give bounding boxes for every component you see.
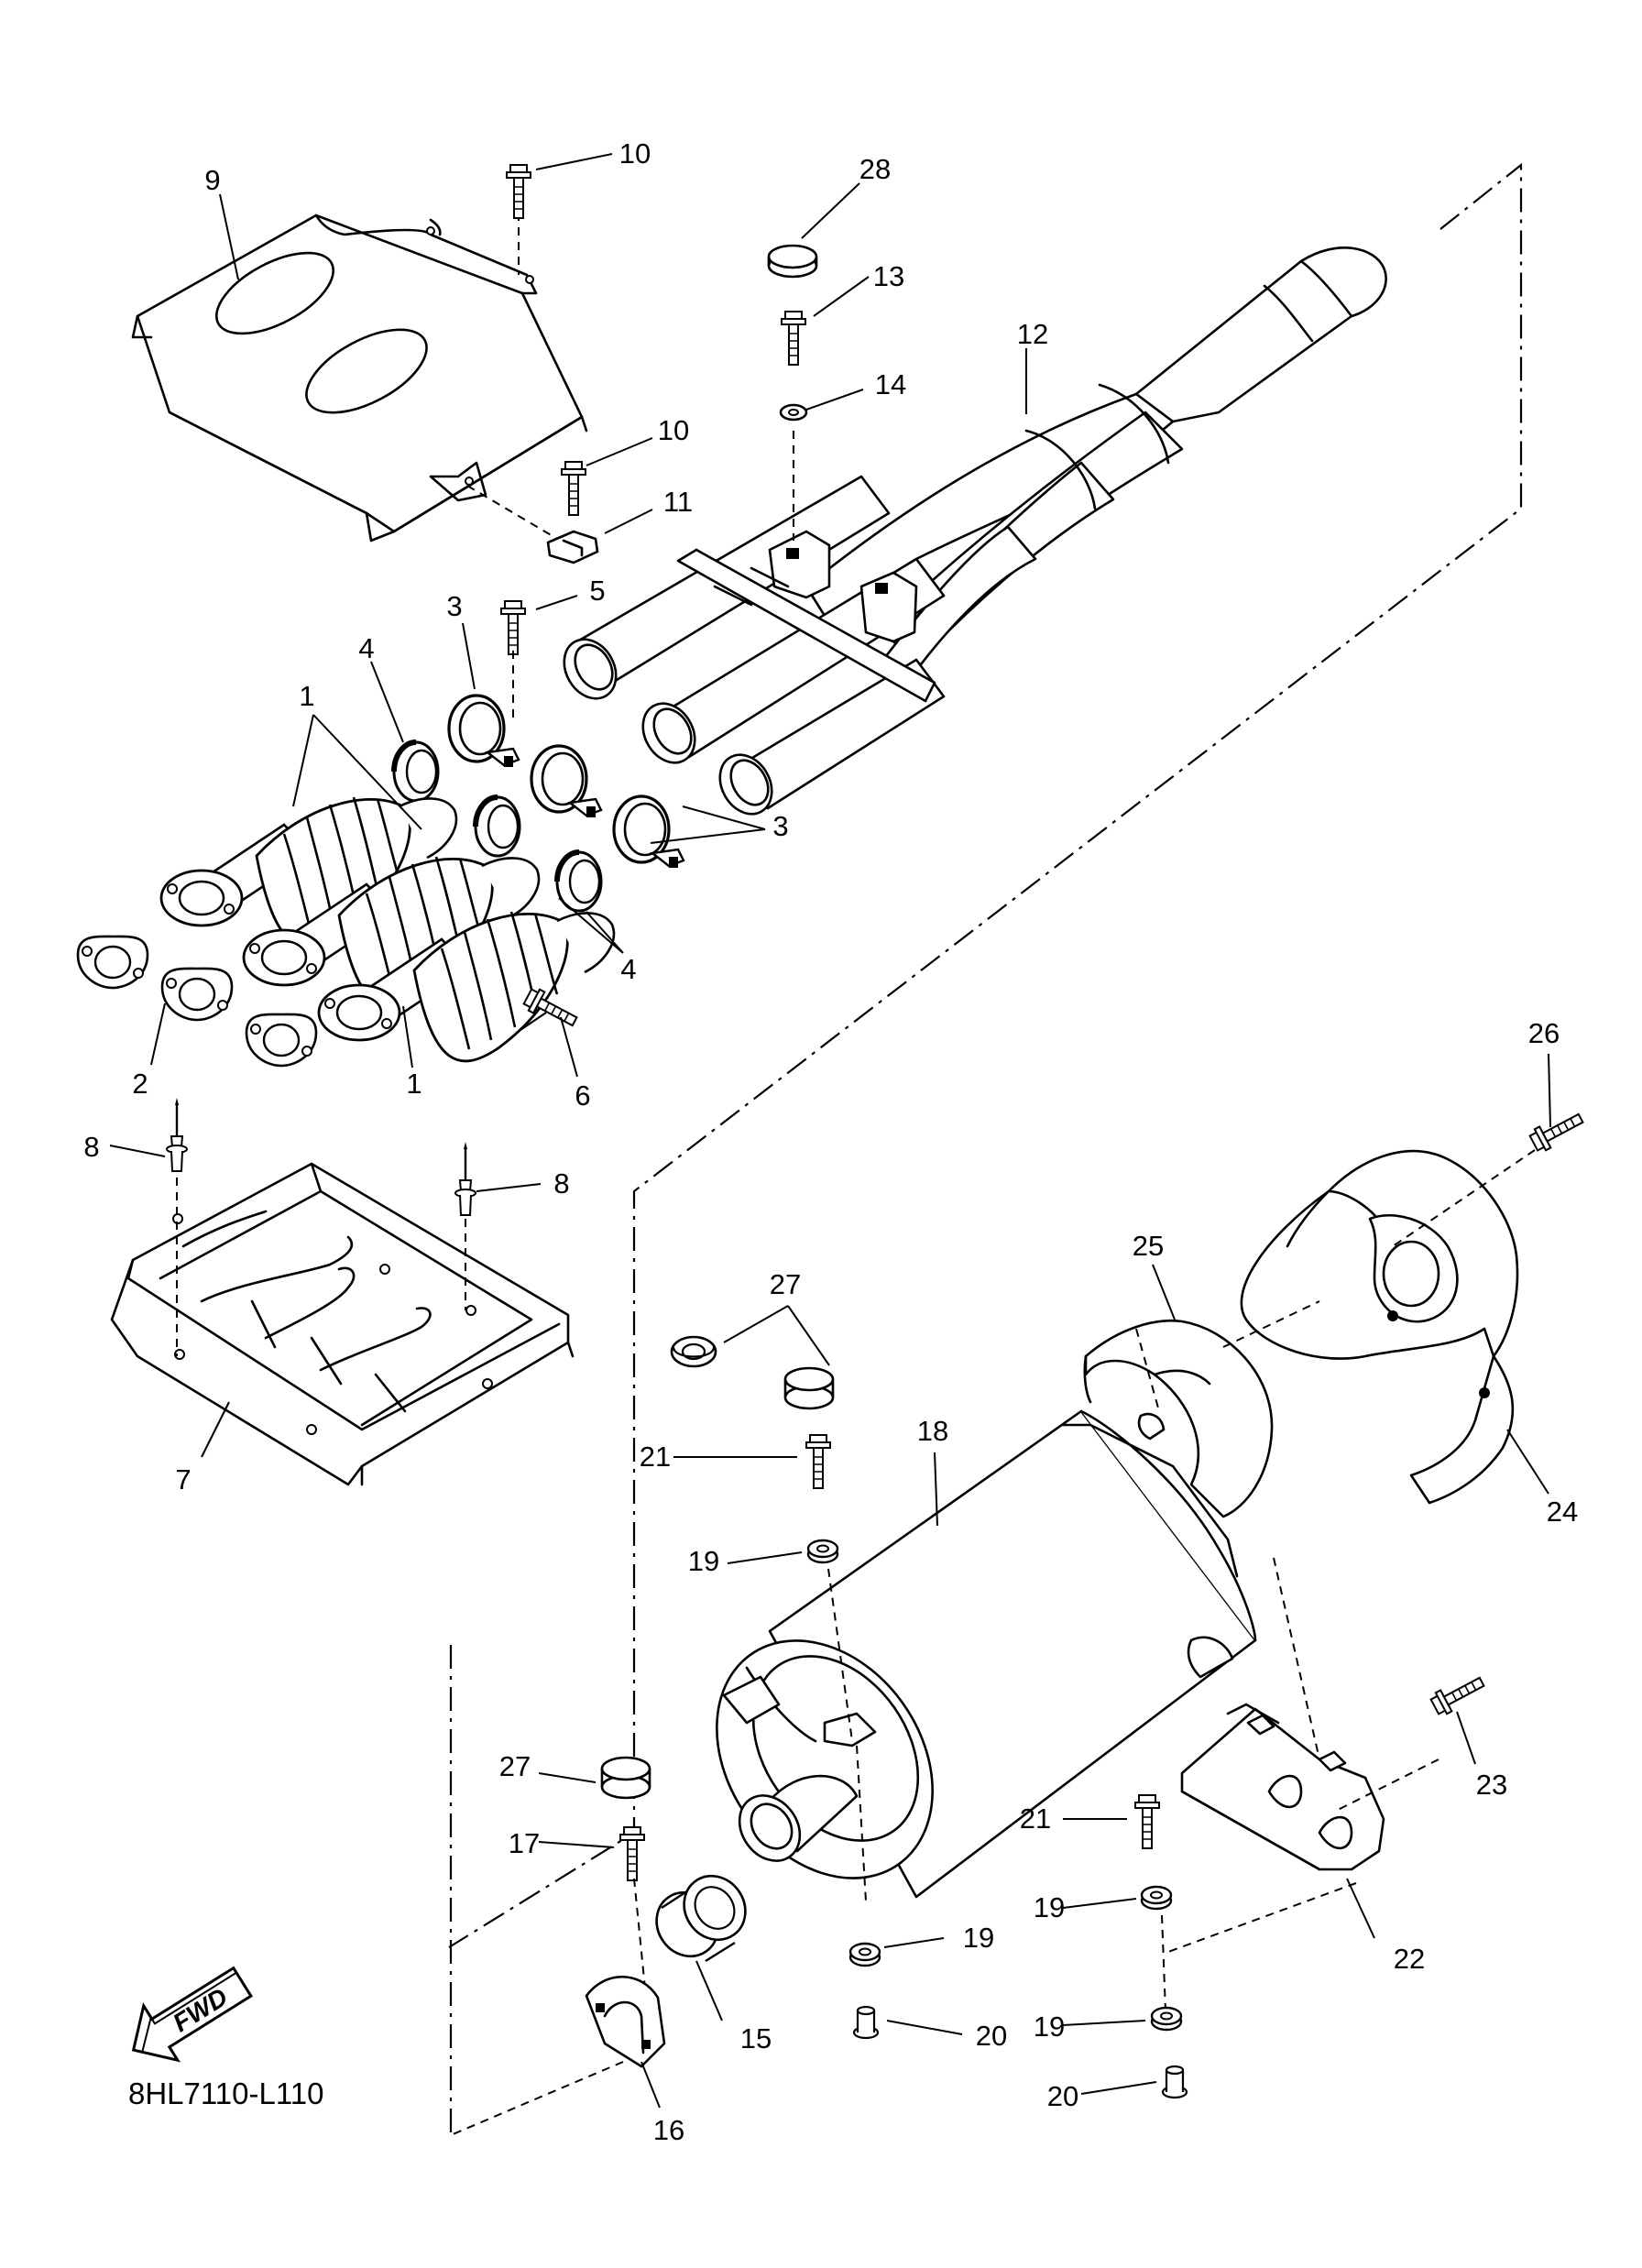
muffler-18 — [716, 1409, 1257, 1899]
callout-11: 11 — [663, 486, 693, 518]
callout-2: 2 — [132, 1068, 148, 1100]
leader-dash — [1222, 1300, 1320, 1348]
callout-14: 14 — [875, 368, 906, 400]
leader-dash — [1161, 1914, 1166, 2012]
callout-19-b: 19 — [1034, 1891, 1065, 1923]
callout-4-a: 4 — [358, 632, 374, 664]
bolt-21-upper-icon — [805, 1434, 831, 1489]
callout-20-b: 20 — [1047, 2080, 1078, 2112]
callout-5: 5 — [589, 575, 605, 607]
callout-27-b: 27 — [499, 1750, 531, 1782]
washer-19-mid-icon — [848, 1942, 881, 1967]
callout-19-a: 19 — [688, 1545, 719, 1577]
callout-3-b: 3 — [772, 810, 788, 842]
callout-27-a: 27 — [770, 1268, 801, 1300]
leader-dash — [1273, 1557, 1320, 1760]
plug-28-icon — [767, 244, 818, 279]
bolt-21-lower-icon — [1134, 1794, 1160, 1849]
leader-dash — [856, 1745, 867, 1902]
bracket-16-icon — [585, 1976, 666, 2068]
callout-26: 26 — [1528, 1017, 1560, 1049]
callout-13: 13 — [873, 260, 904, 292]
bracket-22-icon — [1180, 1703, 1385, 1871]
bolt-23-icon — [1428, 1670, 1489, 1718]
leader-dash — [450, 2061, 624, 2136]
plug-27-lower-icon — [600, 1756, 651, 1800]
diagram-code: 8HL7110-L110 — [128, 2076, 323, 2110]
fwd-arrow-icon: FWD — [131, 1966, 253, 2063]
grommet-27-upper-icon — [670, 1335, 717, 1368]
exhaust-pipe-assy — [563, 247, 1387, 816]
bolt-13-icon — [781, 311, 806, 366]
washer-19-upper-icon — [806, 1539, 839, 1564]
clamp-3-c-icon — [612, 794, 685, 870]
clamp-3-a-icon — [447, 694, 520, 769]
callout-4-b: 4 — [620, 953, 636, 985]
heat-shield-upper — [131, 214, 588, 542]
bolt-26-icon — [1527, 1106, 1588, 1155]
callout-7: 7 — [175, 1463, 191, 1496]
callout-8-a: 8 — [83, 1131, 99, 1163]
bolt-10-upper-icon — [506, 164, 531, 219]
callout-10-b: 10 — [658, 414, 689, 446]
gasket-2-a-icon — [76, 935, 149, 990]
leader-dash — [466, 485, 569, 546]
end-cap-24 — [1240, 1149, 1519, 1505]
callout-6: 6 — [575, 1079, 590, 1112]
upper-exhaust-boundary — [448, 162, 1523, 1948]
plug-27-upper-icon — [783, 1366, 835, 1410]
callout-19-d: 19 — [1034, 2011, 1065, 2043]
callout-17: 17 — [509, 1827, 540, 1859]
callout-21-b: 21 — [1020, 1802, 1051, 1835]
callout-15: 15 — [740, 2022, 772, 2054]
under-guard-7 — [110, 1162, 575, 1486]
callout-12: 12 — [1017, 318, 1048, 350]
callout-9: 9 — [204, 164, 220, 196]
callout-16: 16 — [653, 2114, 684, 2146]
callout-10-a: 10 — [619, 137, 651, 170]
ring-4-b-icon — [476, 797, 520, 856]
muffler-cover-25 — [1083, 1320, 1274, 1518]
callout-21-a: 21 — [640, 1441, 671, 1473]
rivet-8-b-icon — [454, 1140, 477, 1217]
leader-dash — [633, 1878, 647, 1999]
leader-lines — [109, 153, 1551, 2109]
callout-3-a: 3 — [446, 590, 462, 622]
ring-4-a-icon — [394, 742, 438, 801]
callout-8-b: 8 — [553, 1167, 569, 1200]
washer-19-lower-b-icon — [1150, 2006, 1183, 2032]
bolt-5-icon — [500, 600, 526, 655]
clip-nut-11-icon — [546, 530, 599, 564]
callout-1-b: 1 — [406, 1068, 421, 1100]
callout-24: 24 — [1547, 1496, 1578, 1528]
leader-dash — [1337, 1759, 1439, 1811]
joint-ring-15-icon — [655, 1874, 747, 1963]
callout-23: 23 — [1476, 1769, 1507, 1801]
rivet-8-a-icon — [165, 1096, 189, 1173]
leader-dash — [1167, 1882, 1357, 1953]
gasket-2-c-icon — [245, 1013, 318, 1068]
callout-18: 18 — [917, 1415, 948, 1447]
collar-20-a-icon — [852, 2005, 880, 2040]
callout-labels: 9 10 28 13 12 14 10 11 5 3 4 1 3 4 2 1 6… — [83, 137, 1578, 2146]
bolt-10-lower-icon — [561, 461, 586, 516]
washer-19-lower-a-icon — [1140, 1885, 1173, 1911]
callout-22: 22 — [1394, 1943, 1425, 1975]
callout-1-a: 1 — [299, 680, 314, 712]
gasket-2-b-icon — [160, 967, 234, 1022]
callout-25: 25 — [1133, 1230, 1164, 1262]
washer-14-icon — [779, 403, 808, 422]
callout-28: 28 — [859, 153, 891, 185]
callout-20-a: 20 — [976, 2020, 1007, 2052]
clamp-3-b-icon — [530, 744, 603, 819]
bolt-17-icon — [619, 1826, 645, 1881]
collar-20-b-icon — [1161, 2065, 1188, 2099]
callout-19-c: 19 — [963, 1922, 994, 1954]
